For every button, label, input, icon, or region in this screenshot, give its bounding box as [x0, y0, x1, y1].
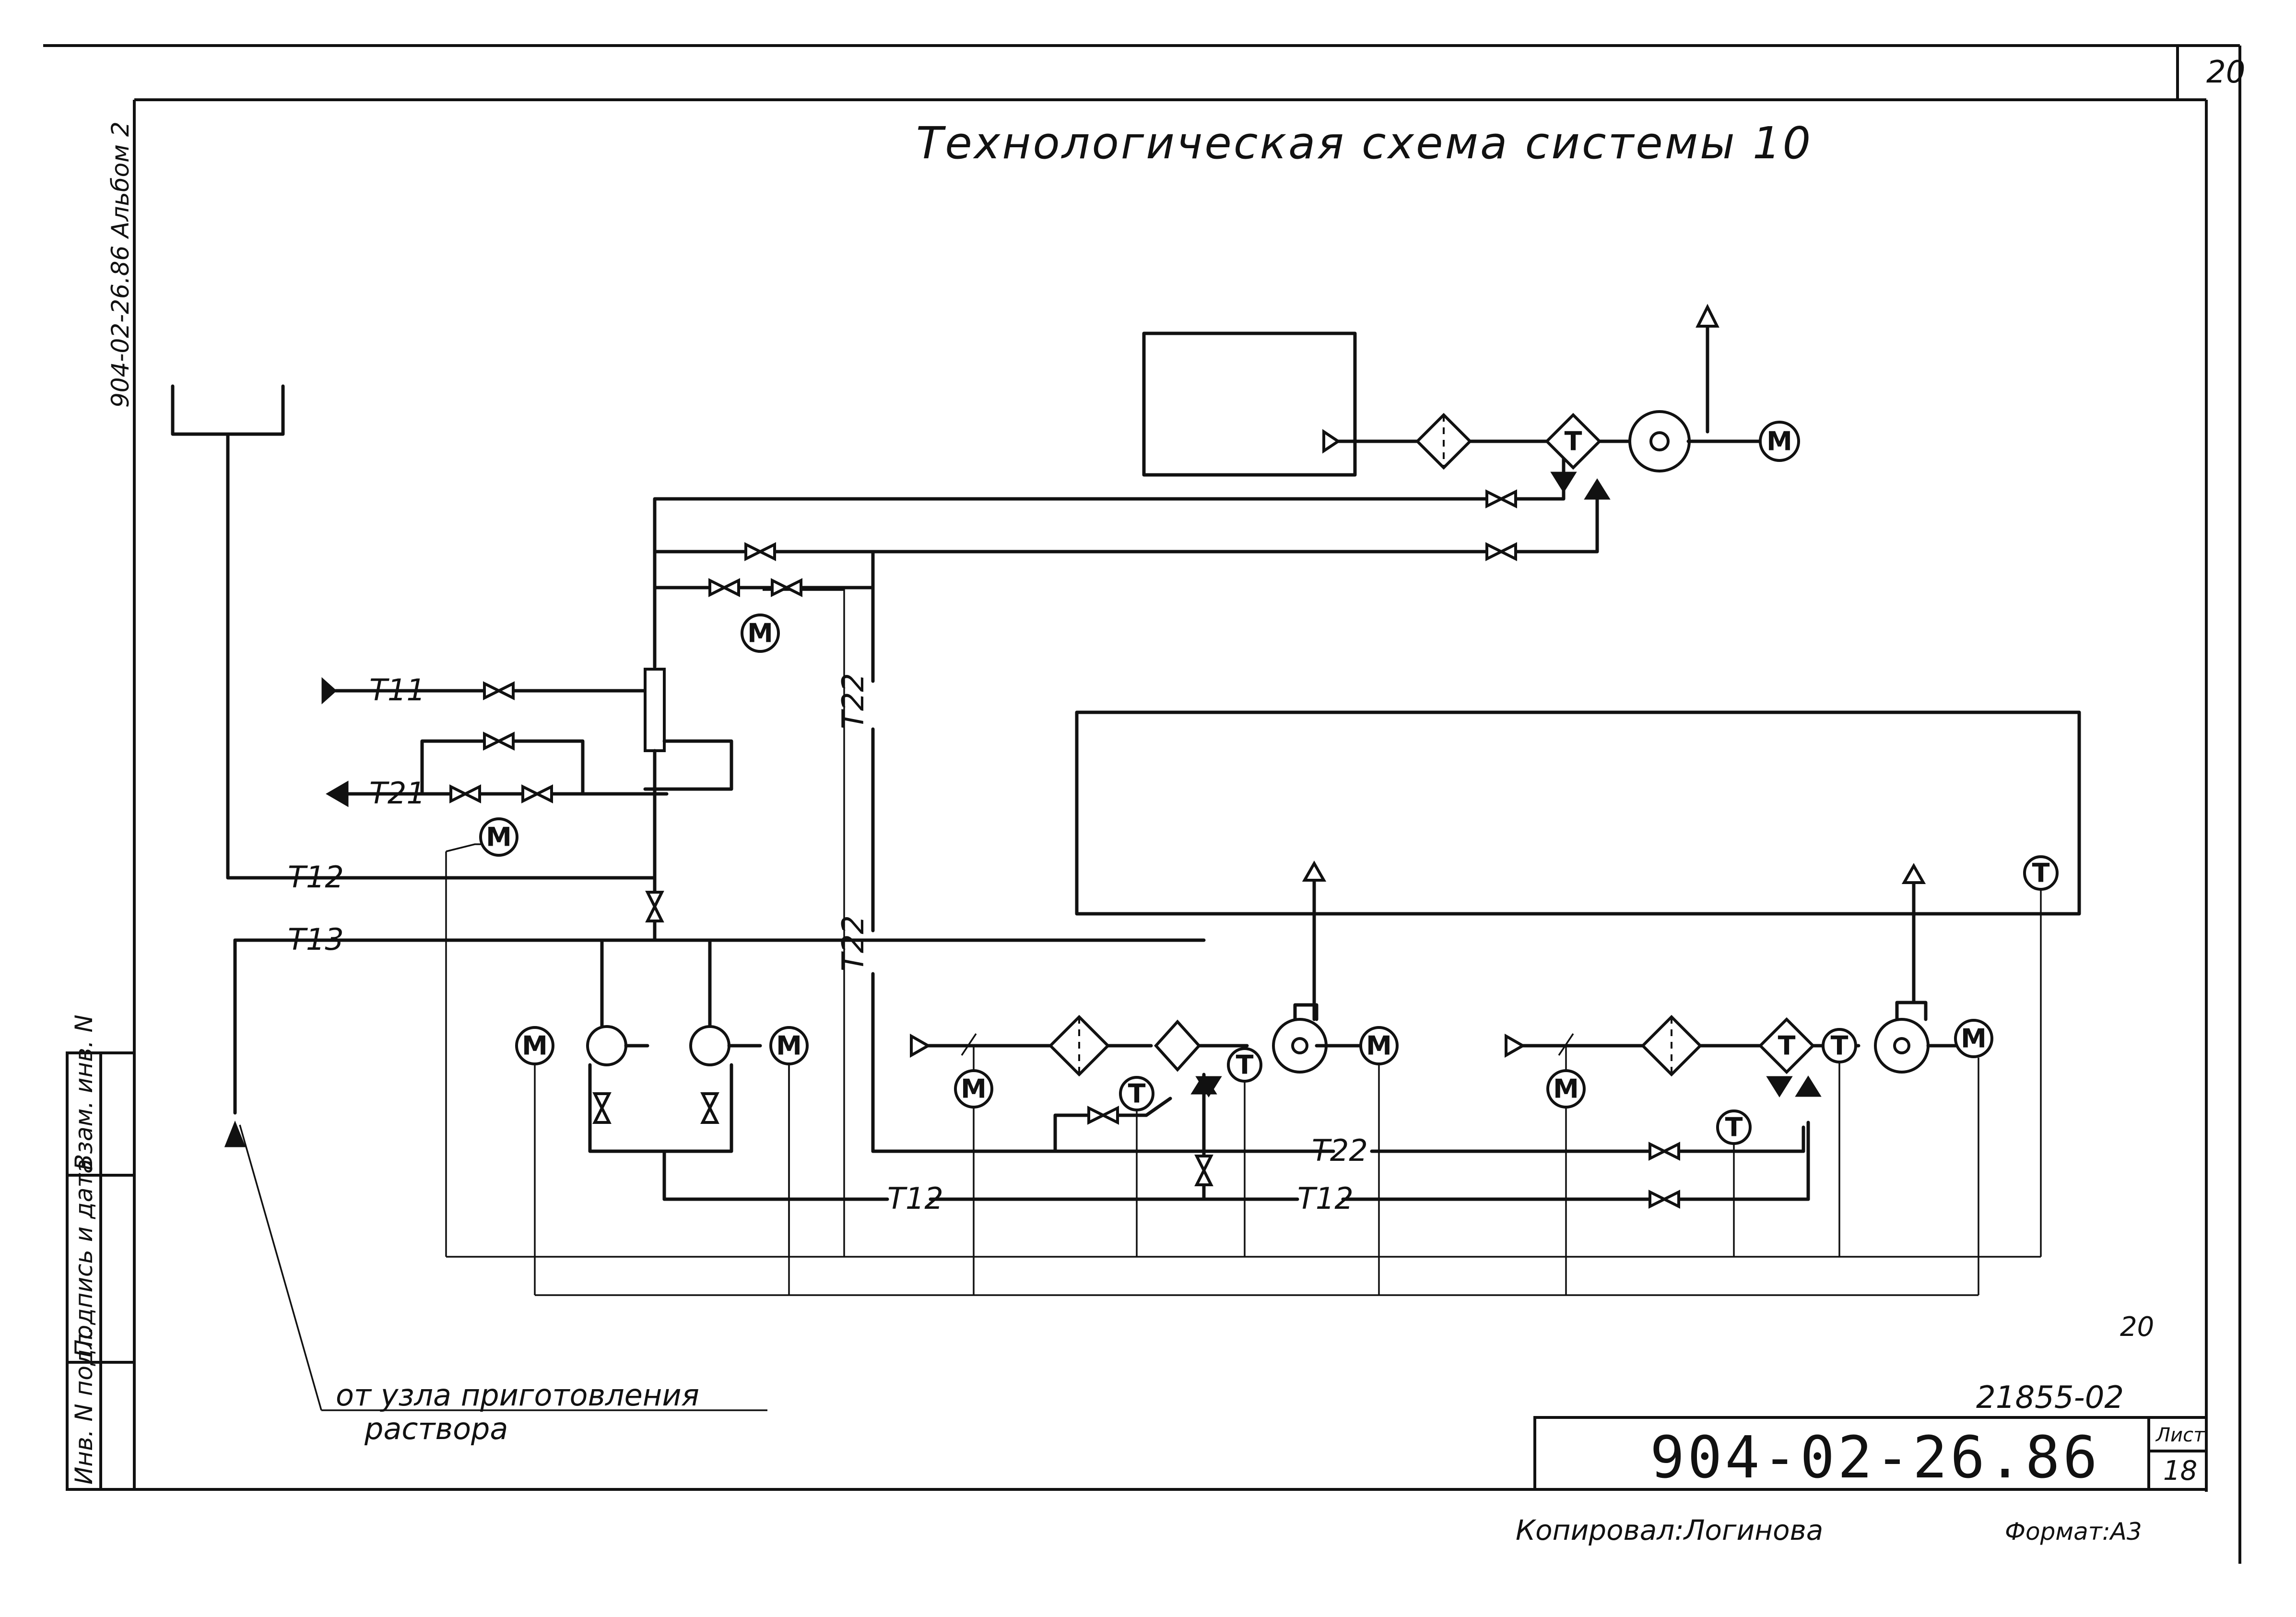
thermometer-label: Т [1236, 1050, 1254, 1080]
label-t22: Т22 [1312, 1133, 1368, 1168]
drawing-frame [43, 44, 2241, 1564]
source-note-line2: раствора [364, 1411, 508, 1446]
page-number: 20 [2206, 55, 2245, 90]
solution-tank [171, 384, 285, 436]
stamp-cell-replace: Взам. инв. N [70, 1015, 98, 1170]
side-code: 904-02-26.86 Альбом 2 [106, 121, 134, 408]
motor-label: М [1553, 1074, 1579, 1104]
thermometer-label: Т [1725, 1112, 1743, 1143]
equipment-box-main [1075, 710, 2081, 916]
thermometer-symbols [1119, 855, 2059, 1145]
scheme-title: Технологическая схема системы 10 [916, 118, 1813, 169]
thermometer-label: Т [1831, 1031, 1849, 1061]
format: Формат:А3 [2005, 1518, 2142, 1546]
thermometer-labels: Т Т Т Т Т Т Т [1128, 426, 2050, 1143]
label-t12: Т12 [887, 1181, 943, 1216]
motor-label: М [747, 618, 773, 649]
label-t12: Т12 [1297, 1181, 1354, 1216]
motor-label: М [1766, 426, 1792, 457]
thermometer-label: Т [1565, 426, 1582, 457]
motor-label: М [1366, 1031, 1392, 1061]
sheet-label: Лист [2155, 1424, 2205, 1446]
archive-number: 21855-02 [1976, 1380, 2124, 1416]
pump-group [586, 938, 762, 1201]
stamp-cell-inventory: Инв. N подл. [70, 1326, 98, 1485]
pipeline-labels: Т11 Т21 Т12 Т13 Т22 Т22 Т12 Т22 Т12 [288, 673, 1368, 1216]
control-lines [445, 843, 2041, 1296]
label-t22: Т22 [836, 673, 871, 729]
upper-header-piping [653, 454, 1810, 1257]
motor-labels: М М М М М М М М М [486, 426, 1987, 1104]
stamp-cell-signature: Подпись и дата [70, 1159, 98, 1357]
sheet-number: 18 [2163, 1455, 2197, 1487]
title-block: 904-02-26.86 Лист 18 21855-02 20 [1533, 1311, 2208, 1491]
label-t21: Т21 [369, 776, 425, 811]
air-unit-2 [1505, 862, 2042, 1295]
stamp-columns: Взам. инв. N Подпись и дата Инв. N подл. [66, 1015, 136, 1491]
corner-mark: 20 [2120, 1311, 2154, 1343]
label-t13: Т13 [288, 922, 344, 957]
label-t11: Т11 [369, 673, 425, 708]
drawing-code: 904-02-26.86 [1650, 1425, 2100, 1491]
motor-label: М [1961, 1024, 1987, 1054]
valves [449, 489, 1680, 1209]
motor-label: М [486, 822, 512, 852]
equipment-box-top [1142, 331, 1357, 477]
motor-symbols [479, 614, 1993, 1109]
motor-label: М [776, 1031, 802, 1061]
top-air-unit [1322, 304, 1800, 500]
motor-label: М [522, 1031, 548, 1061]
label-t12: Т12 [288, 860, 344, 895]
thermometer-label: Т [1778, 1031, 1796, 1061]
copied-by: Копировал:Логинова [1516, 1514, 1823, 1546]
label-t22: Т22 [836, 915, 871, 971]
thermometer-label: Т [2032, 858, 2050, 888]
left-supply-piping [224, 432, 1206, 1411]
thermometer-label: Т [1128, 1079, 1146, 1109]
source-note-line1: от узла приготовления [336, 1378, 699, 1413]
motor-label: М [961, 1074, 987, 1104]
